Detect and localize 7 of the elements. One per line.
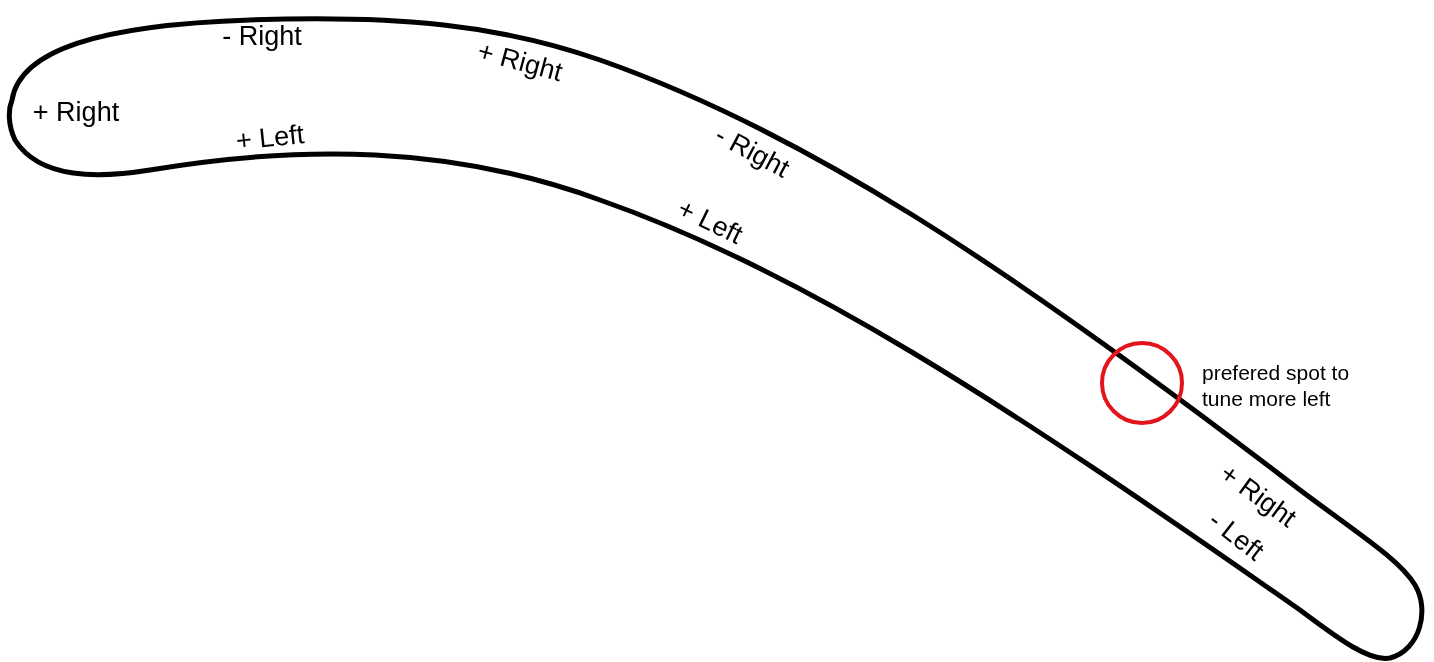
adjustment-label: + Left bbox=[673, 194, 747, 250]
adjustment-label: + Right bbox=[474, 37, 566, 87]
adjustment-label: + Left bbox=[234, 121, 306, 155]
annotation-text: prefered spot to tune more left bbox=[1202, 360, 1351, 413]
adjustment-label: - Right bbox=[710, 121, 794, 183]
adjustment-label: - Right bbox=[222, 22, 302, 50]
adjustment-label: + Right bbox=[32, 98, 120, 126]
